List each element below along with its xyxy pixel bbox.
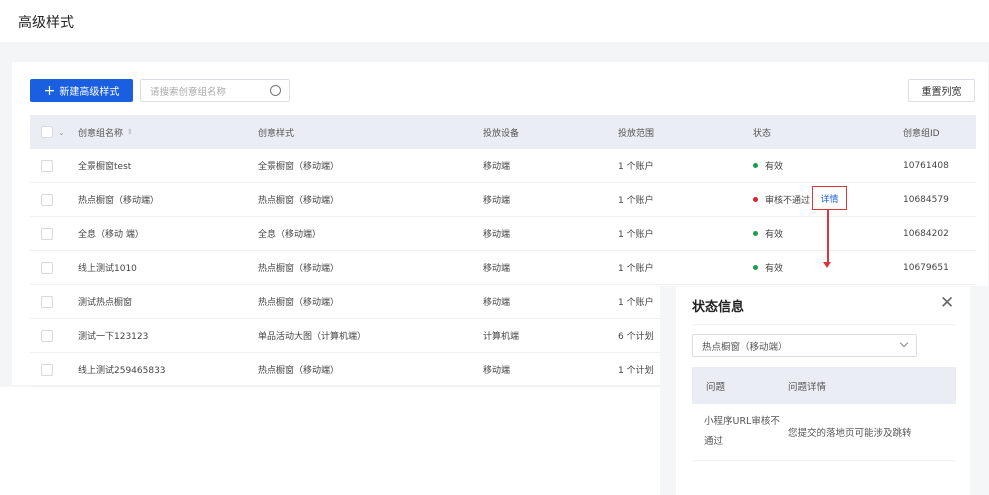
cell-name: 全息（移动 端） <box>78 230 144 240</box>
cell-style: 单品活动大图（计算机端） <box>258 332 367 342</box>
header-status: 状态 <box>753 128 772 139</box>
cell-id: 10684579 <box>903 194 949 205</box>
cell-style: 热点橱窗（移动端） <box>258 264 340 274</box>
cell-device: 移动端 <box>483 366 511 376</box>
cell-device: 移动端 <box>483 230 511 240</box>
cell-range: 1 个账户 <box>618 230 654 240</box>
cell-name: 测试热点橱窗 <box>78 298 133 308</box>
cell-status: 有效 <box>753 251 783 284</box>
header-device: 投放设备 <box>483 128 520 139</box>
chevron-down-icon <box>899 338 909 348</box>
status-dot-icon <box>753 231 758 236</box>
cell-style: 热点橱窗（移动端） <box>258 298 340 308</box>
table-row: 全景橱窗test 全景橱窗（移动端） 移动端 1 个账户 有效 10761408 <box>30 149 976 183</box>
cell-device: 计算机端 <box>483 332 520 342</box>
cell-name: 测试一下123123 <box>78 332 149 342</box>
cell-range: 1 个账户 <box>618 298 654 308</box>
cell-name: 热点橱窗（移动端） <box>78 196 160 206</box>
header-id: 创意组ID <box>903 128 940 139</box>
arrow-head-icon <box>823 262 831 268</box>
cell-name: 线上测试259465833 <box>78 366 166 376</box>
cell-style: 全景橱窗（移动端） <box>258 162 340 172</box>
cell-id: 10761408 <box>903 160 949 171</box>
row-checkbox[interactable] <box>41 329 53 342</box>
cell-range: 1 个账户 <box>618 264 654 274</box>
cell-style: 热点橱窗（移动端） <box>258 196 340 206</box>
cell-range: 1 个账户 <box>618 162 654 172</box>
style-select[interactable]: 热点橱窗（移动端） <box>692 334 917 357</box>
select-all-checkbox[interactable] <box>41 126 53 138</box>
table-row: 测试一下123123 单品活动大图（计算机端） 计算机端 6 个计划 <box>30 319 976 353</box>
row-checkbox[interactable] <box>41 193 53 206</box>
sort-icon[interactable]: ⇕ <box>127 128 133 136</box>
row-checkbox[interactable] <box>41 227 53 240</box>
plus-icon: + <box>43 82 56 99</box>
detail-link[interactable]: 详情 <box>812 186 847 210</box>
cell-range: 1 个账户 <box>618 196 654 206</box>
close-icon[interactable]: ✕ <box>940 293 955 313</box>
status-dot-icon <box>753 265 758 270</box>
header-style: 创意样式 <box>258 128 295 139</box>
table-row: 线上测试259465833 热点橱窗（移动端） 移动端 1 个计划 <box>30 353 976 387</box>
row-checkbox[interactable] <box>41 261 53 274</box>
cell-name: 全景橱窗test <box>78 162 132 172</box>
cell-device: 移动端 <box>483 162 511 172</box>
issue-row: 小程序URL审核不通过 您提交的落地页可能涉及跳转 <box>692 404 956 461</box>
cell-device: 移动端 <box>483 196 511 206</box>
table-row: 热点橱窗（移动端） 热点橱窗（移动端） 移动端 1 个账户 审核不通过 10684579 <box>30 183 976 217</box>
reset-column-width-button[interactable]: 重置列宽 <box>908 79 975 102</box>
annotation-arrow <box>827 210 829 264</box>
cell-style: 热点橱窗（移动端） <box>258 366 340 376</box>
table-row: 测试热点橱窗 热点橱窗（移动端） 移动端 1 个账户 <box>30 285 976 319</box>
row-checkbox[interactable] <box>41 295 53 308</box>
cell-id: 10684202 <box>903 228 949 239</box>
cell-status: 有效 <box>753 217 783 250</box>
cell-range: 6 个计划 <box>618 332 654 342</box>
new-advanced-style-button[interactable]: +新建高级样式 <box>30 79 133 102</box>
cell-range: 1 个计划 <box>618 366 654 376</box>
table-row: 全息（移动 端） 全息（移动端） 移动端 1 个账户 有效 10684202 <box>30 217 976 251</box>
modal-title: 状态信息 <box>692 300 745 315</box>
cell-status: 有效 <box>753 149 783 182</box>
search-icon[interactable] <box>270 85 281 96</box>
cell-style: 全息（移动端） <box>258 230 322 240</box>
cell-device: 移动端 <box>483 298 511 308</box>
cell-id: 10679651 <box>903 262 949 273</box>
cell-device: 移动端 <box>483 264 511 274</box>
divider <box>692 324 956 325</box>
issue-table-header: 问题 问题详情 <box>692 367 956 404</box>
row-checkbox[interactable] <box>41 159 53 172</box>
table-header: ⌄ 创意组名称⇕ 创意样式 投放设备 投放范围 状态 创意组ID <box>30 115 976 149</box>
cell-name: 线上测试1010 <box>78 264 137 274</box>
table-row: 线上测试1010 热点橱窗（移动端） 移动端 1 个账户 有效 10679651 <box>30 251 976 285</box>
search-input[interactable]: 请搜索创意组名称 <box>140 79 290 102</box>
chevron-down-icon[interactable]: ⌄ <box>58 127 65 137</box>
row-checkbox[interactable] <box>41 363 53 376</box>
status-dot-icon <box>753 163 758 168</box>
page-title: 高级样式 <box>18 15 74 31</box>
cell-status: 审核不通过 <box>753 183 810 216</box>
header-range: 投放范围 <box>618 128 655 139</box>
status-dot-icon <box>753 197 758 202</box>
